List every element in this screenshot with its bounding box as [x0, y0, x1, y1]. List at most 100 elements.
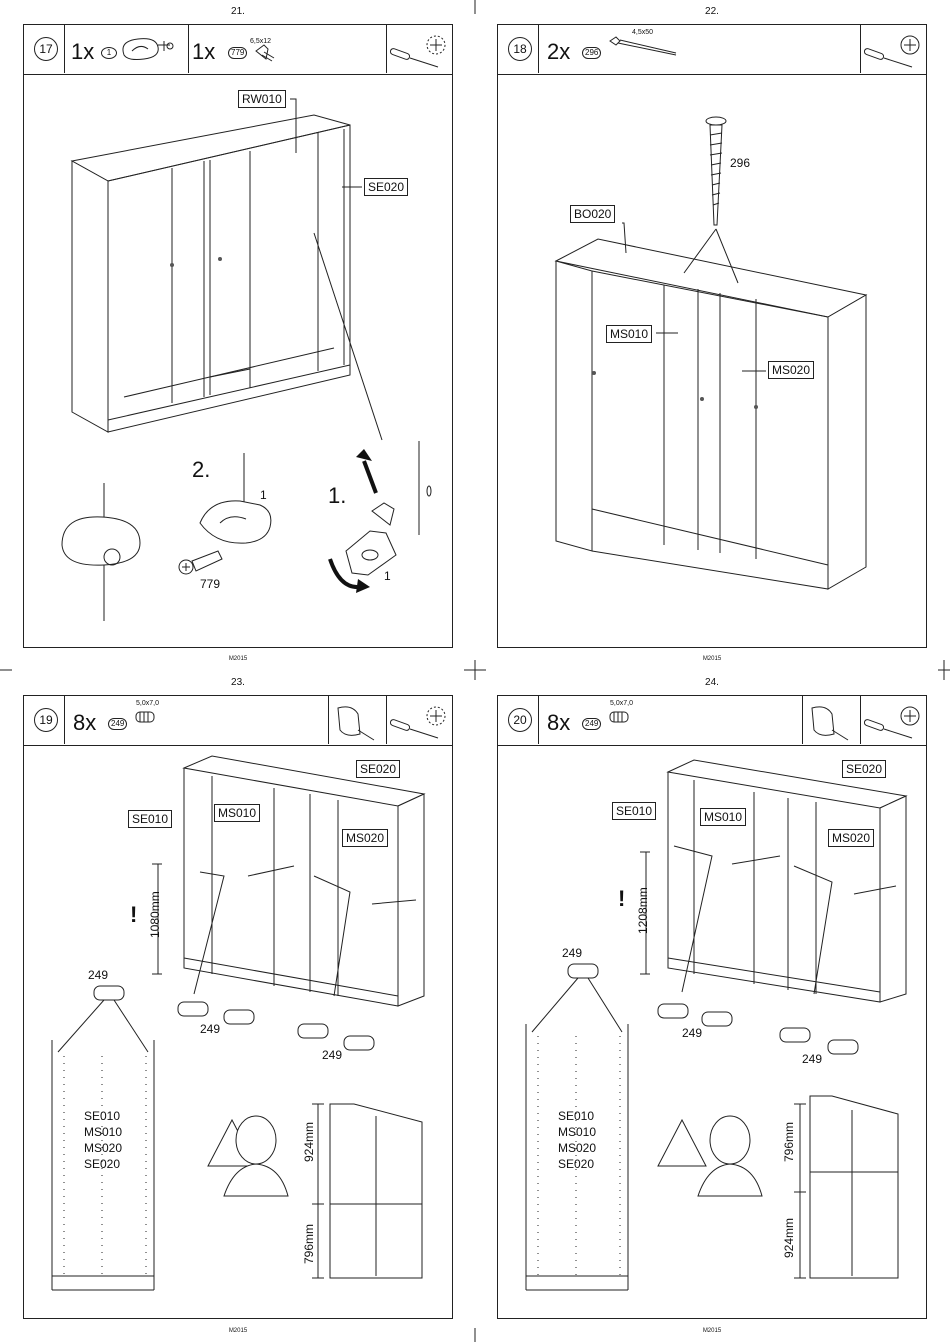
- part-label: SE020: [842, 760, 887, 778]
- step-panel-18: 18 2x 296 4,5x50: [497, 24, 927, 648]
- phillips-head-icon: [900, 35, 920, 55]
- part-label: BO020: [570, 205, 616, 223]
- part-label: SE010: [128, 810, 173, 828]
- dimension: 796mm: [302, 1223, 316, 1264]
- screw-icon: [255, 44, 275, 62]
- step-number: 20: [508, 708, 532, 732]
- page-number: 21.: [231, 6, 245, 17]
- part-spec: 5,0x7,0: [610, 700, 633, 707]
- callout: 249: [322, 1048, 343, 1062]
- cam-piece: [199, 500, 272, 544]
- callout: 249: [802, 1052, 823, 1066]
- callout: 249: [200, 1022, 221, 1036]
- screwdriver-icon: [863, 719, 913, 739]
- screw-icon: [705, 116, 727, 226]
- shelf-pin-icon: [567, 963, 859, 1055]
- stage-number: 2.: [192, 457, 211, 482]
- part-number: 296: [582, 47, 602, 59]
- part-label: SE010: [612, 802, 657, 820]
- rotate-arrow-icon: [328, 558, 361, 590]
- part-spec: 6,5x12: [250, 38, 272, 45]
- callout: 779: [200, 577, 221, 591]
- screwdriver-icon: [863, 48, 913, 68]
- step-panel-17: 17 1x 1 1x 779 6,5x12: [23, 24, 453, 648]
- callout: 249: [682, 1026, 703, 1040]
- assembler-mascot: [223, 1115, 289, 1197]
- warning-triangle-icon: [657, 1118, 707, 1167]
- step-header: 17 1x 1 1x 779 6,5x12: [24, 25, 452, 75]
- part-spec: 4,5x50: [632, 29, 654, 36]
- page-number: 22.: [705, 6, 719, 17]
- step-header: 20 8x 249 5,0x7,0: [498, 696, 926, 746]
- step-panel-20: 20 8x 249 5,0x7,0: [497, 695, 927, 1319]
- part-label: MS010: [606, 325, 653, 343]
- phillips-head-icon: [426, 35, 446, 55]
- dimension: 1080mm: [148, 891, 162, 938]
- part-label: MS020: [768, 361, 815, 379]
- step-number: 19: [34, 708, 58, 732]
- hammer-tool-icon: [337, 706, 375, 741]
- dimension: 924mm: [302, 1121, 316, 1162]
- step-number: 17: [34, 37, 58, 61]
- cam-lock-icon: [122, 38, 174, 60]
- assembler-mascot: [697, 1115, 763, 1197]
- screwdriver-icon: [389, 48, 439, 68]
- wardrobe-illustration: [525, 759, 908, 1291]
- step-panel-19: 19 8x 249 5,0x7,0: [23, 695, 453, 1319]
- callout: 296: [730, 156, 751, 170]
- wardrobe-illustration: [61, 114, 432, 621]
- part-qty: 2x: [547, 39, 571, 64]
- part-label: SE020: [364, 178, 409, 196]
- screw-icon: [609, 36, 677, 56]
- hinge-part: [345, 530, 397, 576]
- part-qty: 8x: [73, 710, 97, 735]
- footer-code: M2015: [228, 656, 248, 662]
- stage-number: 1.: [328, 483, 347, 508]
- step-header: 18 2x 296 4,5x50: [498, 25, 926, 75]
- part-number: 1: [101, 47, 117, 59]
- part-number: 249: [108, 718, 128, 730]
- dimension: 796mm: [782, 1121, 796, 1162]
- part-label: MS010: [700, 808, 747, 826]
- callout: 249: [562, 946, 583, 960]
- screw-icon: [178, 550, 223, 575]
- part-qty: 8x: [547, 710, 571, 735]
- screwdriver-icon: [389, 719, 439, 739]
- phillips-head-icon: [426, 706, 446, 726]
- page-number: 23.: [231, 677, 245, 688]
- part-label: RW010: [238, 90, 286, 108]
- page-number: 24.: [705, 677, 719, 688]
- shelf-pin-icon: [609, 711, 629, 723]
- phillips-head-icon: [900, 706, 920, 726]
- warning-mark: !: [130, 902, 138, 927]
- callout: 1: [260, 488, 267, 502]
- step-number: 18: [508, 37, 532, 61]
- footer-code: M2015: [228, 1328, 248, 1334]
- cam-piece: [61, 516, 141, 566]
- footer-code: M2015: [702, 656, 722, 662]
- part-label: MS020: [828, 829, 875, 847]
- part-qty: 1x: [192, 39, 216, 64]
- shelf-pin-icon: [135, 711, 155, 723]
- part-number: 249: [582, 718, 602, 730]
- part-qty: 1x: [71, 39, 95, 64]
- step-header: 19 8x 249 5,0x7,0: [24, 696, 452, 746]
- footer-code: M2015: [702, 1328, 722, 1334]
- part-label: MS010: [214, 804, 261, 822]
- part-number: 779: [228, 47, 248, 59]
- callout: 249: [88, 968, 109, 982]
- warning-mark: !: [618, 886, 626, 911]
- shelf-pin-icon: [93, 985, 375, 1051]
- wardrobe-illustration: [554, 116, 868, 590]
- part-spec: 5,0x7,0: [136, 700, 159, 707]
- part-label: MS020: [342, 829, 389, 847]
- callout: 1: [384, 569, 391, 583]
- wardrobe-illustration: [51, 755, 426, 1291]
- dimension: 1208mm: [636, 887, 650, 934]
- arrow-icon: [362, 460, 378, 494]
- hammer-tool-icon: [811, 706, 849, 741]
- dimension: 924mm: [782, 1217, 796, 1258]
